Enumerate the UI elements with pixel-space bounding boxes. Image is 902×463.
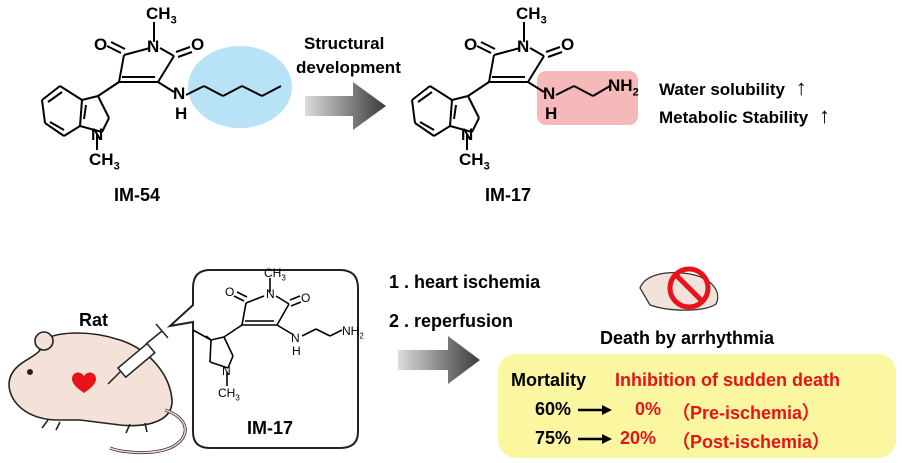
callout-indole-methyl-label: CH3 [218, 386, 240, 403]
im54-structure [41, 22, 292, 150]
mortality-header: Mortality [511, 370, 587, 390]
increase-arrow-icon: ↑ [795, 75, 807, 100]
im17-nh-n-label: N [543, 84, 556, 103]
im54-nh-n-label: N [173, 84, 186, 103]
callout-n-label: N [266, 287, 275, 301]
rat-label: Rat [79, 310, 109, 330]
callout-nh2-label: NH2 [342, 324, 364, 341]
im17-n-label: N [517, 37, 530, 56]
callout-bubble [166, 269, 359, 449]
im17-name: IM-17 [485, 185, 532, 205]
structural-label: Structural [304, 34, 385, 53]
row-1-condition: （Pre-ischemia） [672, 403, 821, 423]
im54-name: IM-54 [114, 185, 161, 205]
row-arrows [578, 405, 612, 444]
increase-arrow-icon: ↑ [818, 103, 830, 128]
development-label: development [296, 58, 401, 77]
im17-methyl-label: CH3 [516, 4, 547, 27]
outcome-label: Death by arrhythmia [600, 328, 775, 348]
im54-indole-n-label: N [91, 125, 104, 144]
row-2-inhibition: 20% [620, 428, 657, 448]
syringe-icon [107, 323, 169, 385]
im17-indole-methyl-label: CH3 [459, 150, 490, 173]
callout-indole-n-label: N [222, 364, 231, 378]
amine-highlight [537, 71, 638, 125]
im17-o-right-label: O [561, 35, 575, 54]
rat-illustration [8, 331, 187, 455]
callout-nh-h-label: H [292, 344, 301, 358]
step-1-label: 1 . heart ischemia [389, 272, 541, 292]
im17-nh2-label: NH2 [608, 76, 639, 99]
row-2-condition: （Post-ischemia） [672, 432, 831, 452]
callout-methyl-label: CH3 [264, 266, 286, 283]
im17-structure [411, 22, 638, 150]
row-2-mortality: 75% [535, 428, 572, 448]
callout-structure [192, 278, 343, 386]
im54-methyl-label: CH3 [146, 4, 177, 27]
im54-indole-methyl-label: CH3 [89, 150, 120, 173]
structural-development-arrow [305, 82, 386, 130]
callout-o-right-label: O [301, 291, 311, 305]
callout-compound-name: IM-17 [247, 418, 294, 438]
im17-indole-n-label: N [461, 125, 474, 144]
step-2-label: 2 . reperfusion [389, 311, 514, 331]
property-metabolic-stability: Metabolic Stability ↑ [659, 103, 830, 128]
reaction-arrow [398, 336, 480, 384]
results-box [498, 354, 896, 458]
im17-o-left-label: O [464, 35, 478, 54]
row-1-inhibition: 0% [635, 399, 662, 419]
im54-nh-h-label: H [175, 104, 188, 123]
inhibition-header: Inhibition of sudden death [615, 370, 840, 390]
im54-n-label: N [147, 37, 160, 56]
callout-o-left-label: O [225, 285, 235, 299]
no-death-icon [639, 266, 719, 311]
callout-nh-n-label: N [291, 331, 300, 345]
row-1-mortality: 60% [535, 399, 572, 419]
property-water-solubility: Water solubility ↑ [659, 75, 807, 100]
im54-o-right-label: O [191, 35, 205, 54]
im54-o-left-label: O [94, 35, 108, 54]
im17-nh-h-label: H [545, 104, 558, 123]
